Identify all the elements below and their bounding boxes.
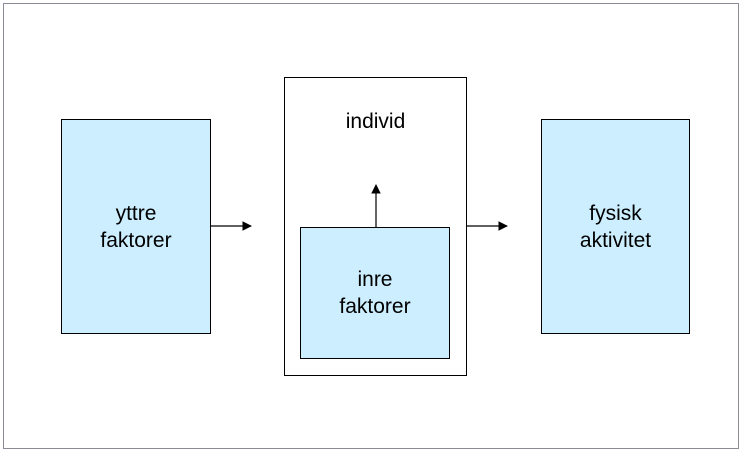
inner-factors-label: inre faktorer xyxy=(339,268,411,318)
individual-label: individ xyxy=(345,110,406,133)
outer-factors-box: yttre faktorer xyxy=(61,119,211,334)
inner-factors-box: inre faktorer xyxy=(300,227,450,359)
physical-activity-label: fysisk aktivitet xyxy=(579,201,652,252)
outer-factors-label: yttre faktorer xyxy=(100,201,172,252)
physical-activity-box: fysisk aktivitet xyxy=(541,119,690,334)
